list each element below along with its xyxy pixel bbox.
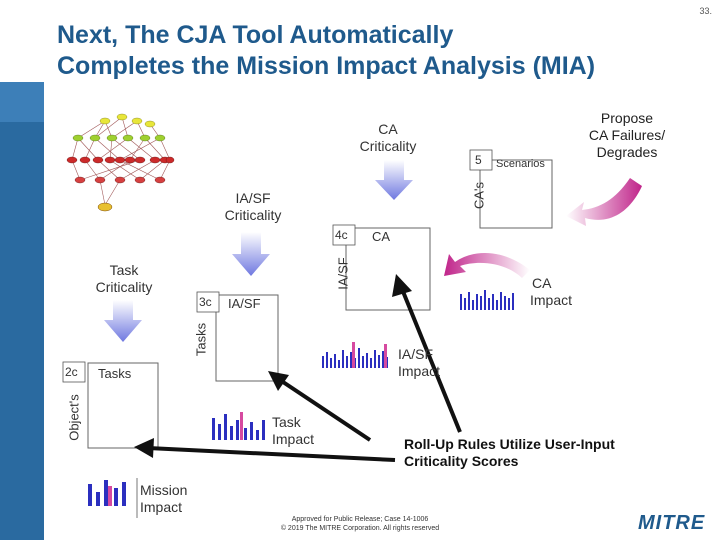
ca-criticality-line2: Criticality <box>359 138 417 154</box>
mission-impact-label: Mission Impact <box>140 482 187 516</box>
tasks-box <box>87 362 159 449</box>
tasks-label: Tasks <box>98 366 132 381</box>
iasf-side-label: Tasks <box>193 322 209 357</box>
footer: Approved for Public Release; Case 14-100… <box>250 515 470 533</box>
mission-impact-bars <box>88 480 126 506</box>
ca-side-label: IA/SF <box>335 257 351 290</box>
ca-number-box <box>332 224 356 246</box>
ca-box <box>345 227 431 311</box>
rollup-arrows <box>134 274 462 462</box>
ca-impact-line2: Impact <box>530 292 573 308</box>
iasf-impact-highlight <box>352 342 387 368</box>
slide-title-line1: Next, The CJA Tool Automatically <box>57 21 454 49</box>
task-criticality-line2: Criticality <box>95 279 153 295</box>
propose-label: Propose CA Failures/ Degrades <box>566 110 688 161</box>
ca-criticality-line1: CA <box>378 121 398 137</box>
sidebar-band <box>0 82 44 540</box>
scenarios-number: 5 <box>475 153 482 167</box>
ca-criticality-label: CA Criticality <box>340 121 436 155</box>
task-impact-line1: Task <box>272 414 301 430</box>
tasks-side-label: Object's <box>66 394 82 441</box>
hierarchy-network-graphic <box>66 113 175 212</box>
propose-line2: CA Failures/ <box>588 127 666 143</box>
iasf-criticality-line2: Criticality <box>224 207 282 223</box>
task-impact-bars <box>212 414 265 440</box>
mission-impact-line1: Mission <box>140 482 188 498</box>
ca-criticality-arrow <box>375 160 413 200</box>
scenarios-box <box>479 159 553 229</box>
task-criticality-arrow <box>104 300 142 342</box>
iasf-number: 3c <box>199 295 212 309</box>
iasf-box <box>215 294 279 382</box>
iasf-impact-label: IA/SF Impact <box>398 346 440 380</box>
rollup-note: Roll-Up Rules Utilize User-Input Critica… <box>404 436 615 470</box>
scenarios-number-box <box>469 149 493 171</box>
ca-impact-line1: CA <box>532 275 552 291</box>
iasf-criticality-line1: IA/SF <box>235 190 271 206</box>
ca-impact-arrow <box>444 252 530 278</box>
mission-impact-line2: Impact <box>140 499 183 515</box>
scenarios-side-label: CA's <box>471 181 487 210</box>
slide-title-line2: Completes the Mission Impact Analysis (M… <box>57 52 596 80</box>
footer-copyright-line: © 2019 The MITRE Corporation. All rights… <box>280 525 440 532</box>
iasf-number-box <box>196 291 220 313</box>
iasf-impact-line1: IA/SF <box>398 346 434 362</box>
ca-impact-label: CA Impact <box>530 275 572 309</box>
rollup-line1: Roll-Up Rules Utilize User-Input <box>404 436 615 452</box>
slide-number: 33. <box>699 6 712 16</box>
task-impact-line2: Impact <box>272 431 315 447</box>
scenarios-label: Scenarios <box>496 158 545 170</box>
task-impact-label: Task Impact <box>272 414 314 448</box>
tasks-number-box <box>62 361 86 383</box>
propose-line3: Degrades <box>596 144 658 160</box>
mission-impact-highlight <box>108 486 112 506</box>
propose-ca-failures-arrow <box>566 178 642 226</box>
ca-impact-bars <box>460 290 514 310</box>
tasks-number: 2c <box>65 365 78 379</box>
ca-label: CA <box>372 229 391 244</box>
iasf-label: IA/SF <box>228 296 261 311</box>
ca-number: 4c <box>335 228 348 242</box>
slide-title: Next, The CJA Tool Automatically Complet… <box>57 20 595 82</box>
mitre-logo: MITRE <box>638 512 706 534</box>
sidebar-band-accent <box>0 82 44 122</box>
iasf-criticality-label: IA/SF Criticality <box>205 190 301 224</box>
propose-line1: Propose <box>600 110 654 126</box>
task-criticality-line1: Task <box>109 262 139 278</box>
footer-release-line: Approved for Public Release; Case 14-100… <box>291 516 429 523</box>
task-impact-highlight <box>240 412 243 440</box>
iasf-impact-line2: Impact <box>398 363 441 379</box>
iasf-criticality-arrow <box>232 232 270 276</box>
task-criticality-label: Task Criticality <box>76 262 172 296</box>
rollup-line2: Criticality Scores <box>404 453 519 469</box>
